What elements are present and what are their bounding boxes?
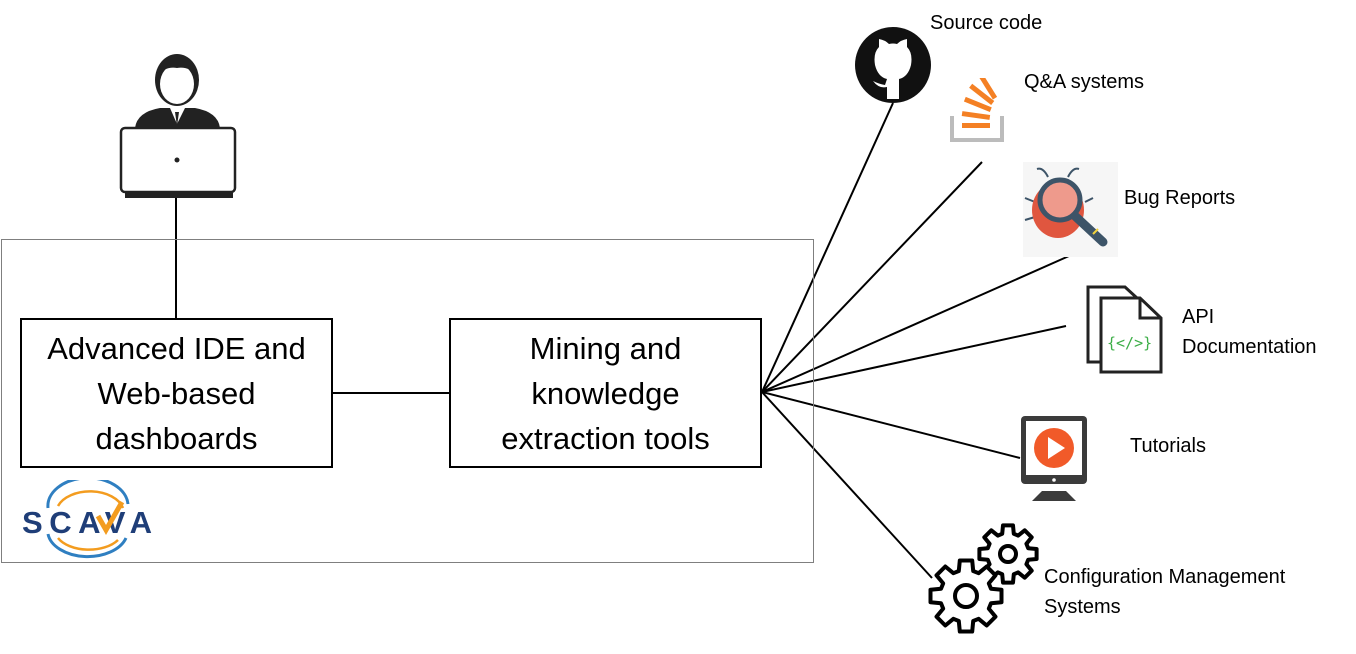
gears-icon	[928, 523, 1039, 634]
scava-logo: SCAVA	[22, 480, 152, 559]
large-gear-hole	[953, 583, 979, 609]
bug-magnifier-icon	[1023, 162, 1118, 257]
svg-text:{</>}: {</>}	[1107, 334, 1152, 352]
mining-tools-box: Mining and knowledge extraction tools	[449, 318, 762, 468]
svg-text:SCAVA: SCAVA	[22, 505, 152, 540]
qa-systems-label: Q&A systems	[1024, 71, 1145, 93]
api-documentation-label: API Documentation	[1182, 306, 1317, 358]
small-gear	[977, 523, 1039, 585]
mining-to-tutorials-line	[761, 391, 1021, 459]
user-laptop-icon	[119, 54, 237, 198]
mining-to-github-line	[761, 102, 894, 393]
mining-to-qa-line	[761, 161, 983, 393]
mining-to-config-line	[761, 391, 933, 579]
github-icon	[855, 27, 931, 103]
code-document-icon: {</>}	[1086, 285, 1163, 374]
source-code-label: Source code	[930, 12, 1043, 34]
mining-to-api-line	[761, 325, 1067, 393]
mining-tools-label: Mining and knowledge extraction tools	[501, 330, 710, 456]
small-gear-hole	[998, 544, 1018, 564]
tutorials-label: Tutorials	[1130, 435, 1206, 457]
scava-platform-frame	[1, 239, 814, 563]
video-monitor-icon	[1021, 416, 1087, 501]
large-gear	[928, 558, 1004, 634]
bug-reports-label: Bug Reports	[1124, 187, 1236, 209]
stackoverflow-icon	[950, 78, 1004, 142]
config-management-label: Configuration Management Systems	[1044, 566, 1286, 618]
ide-dashboards-label: Advanced IDE and Web-based dashboards	[47, 330, 306, 456]
ide-dashboards-box: Advanced IDE and Web-based dashboards	[20, 318, 333, 468]
